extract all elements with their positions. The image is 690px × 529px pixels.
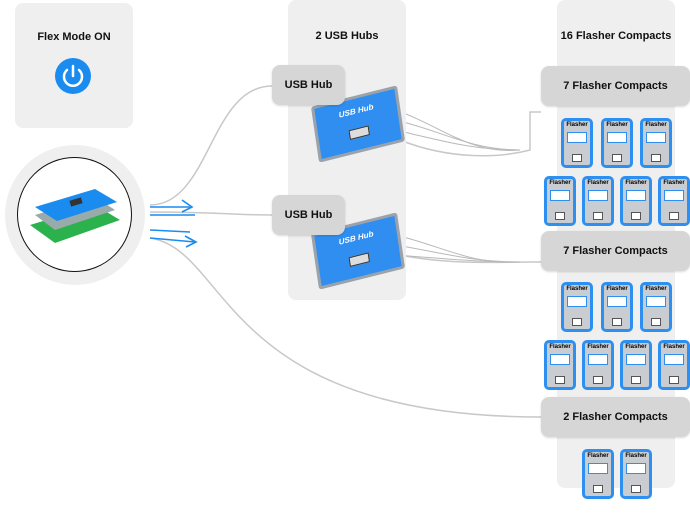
flasher-card-text: Flasher: [606, 286, 628, 292]
flasher-compact-card: Flasher: [601, 282, 633, 332]
flasher-compact-card: Flasher: [640, 282, 672, 332]
flasher-compact-card: Flasher: [561, 118, 593, 168]
flasher-compact-card: Flasher: [620, 340, 652, 390]
flasher-card-text: Flasher: [566, 286, 588, 292]
flasher-compact-card: Flasher: [640, 118, 672, 168]
flasher-compact-card: Flasher: [544, 340, 576, 390]
flasher-compact-card: Flasher: [582, 449, 614, 499]
flasher-card-text: Flasher: [606, 122, 628, 128]
flasher-card-text: Flasher: [587, 344, 609, 350]
flasher-card-text: Flasher: [625, 180, 647, 186]
flasher-card-text: Flasher: [587, 180, 609, 186]
flasher-board-icon: [30, 189, 120, 243]
flasher-group-label: 7 Flasher Compacts: [541, 66, 690, 106]
usb-hub-device-text: USB Hub: [338, 229, 375, 247]
usb-hubs-title: 2 USB Hubs: [315, 30, 379, 42]
flasher-card-text: Flasher: [549, 344, 571, 350]
flasher-card-text: Flasher: [663, 344, 685, 350]
usb-hub-label: USB Hub: [272, 65, 345, 105]
controller-circle: [5, 145, 145, 285]
flasher-card-text: Flasher: [625, 344, 647, 350]
power-icon[interactable]: [54, 57, 92, 95]
flasher-compact-card: Flasher: [658, 176, 690, 226]
flasher-compact-card: Flasher: [582, 340, 614, 390]
flasher-compact-card: Flasher: [544, 176, 576, 226]
flasher-compact-card: Flasher: [601, 118, 633, 168]
flasher-card-text: Flasher: [566, 122, 588, 128]
flasher-compact-card: Flasher: [620, 449, 652, 499]
usb-hub-device-text: USB Hub: [338, 102, 375, 120]
flasher-compact-card: Flasher: [620, 176, 652, 226]
flasher-compact-card: Flasher: [658, 340, 690, 390]
flasher-card-text: Flasher: [645, 122, 667, 128]
flasher-card-text: Flasher: [663, 180, 685, 186]
flasher-card-text: Flasher: [587, 453, 609, 459]
flasher-compact-card: Flasher: [582, 176, 614, 226]
flasher-group-label: 2 Flasher Compacts: [541, 397, 690, 437]
flasher-compacts-title: 16 Flasher Compacts: [560, 30, 672, 42]
flasher-card-text: Flasher: [625, 453, 647, 459]
flasher-group-label: 7 Flasher Compacts: [541, 231, 690, 271]
flex-mode-panel: Flex Mode ON: [15, 3, 133, 128]
flasher-card-text: Flasher: [549, 180, 571, 186]
flasher-compact-card: Flasher: [561, 282, 593, 332]
flex-mode-title: Flex Mode ON: [37, 31, 111, 43]
usb-hub-label: USB Hub: [272, 195, 345, 235]
flasher-card-text: Flasher: [645, 286, 667, 292]
